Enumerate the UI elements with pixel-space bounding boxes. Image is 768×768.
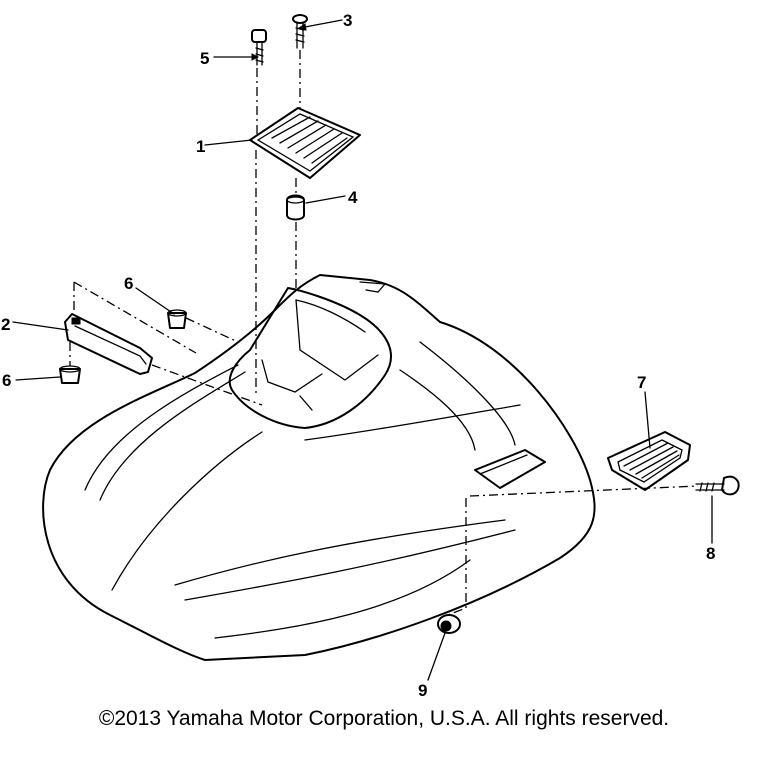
callout-6-lower: 6 — [2, 371, 11, 390]
leader-lines — [12, 19, 713, 681]
side-vent-grille — [607, 431, 691, 491]
cover-plate-part-2 — [64, 313, 153, 375]
parts-diagram: 5 3 1 4 6 2 6 7 8 9 — [1, 11, 740, 700]
bolt-part-8 — [695, 475, 740, 496]
alignment-lines — [69, 50, 699, 619]
bolt-part-3 — [292, 14, 308, 49]
plug-part-6-lower — [59, 365, 81, 384]
callout-4: 4 — [348, 188, 358, 207]
callout-3: 3 — [343, 11, 352, 30]
plug-part-6-upper — [167, 309, 187, 329]
callout-8: 8 — [706, 544, 715, 563]
hood-cover — [42, 274, 596, 661]
grommet-part-4 — [286, 194, 305, 221]
callout-9: 9 — [418, 681, 427, 700]
nut-part-9 — [437, 614, 461, 634]
top-vent-grille — [249, 107, 361, 179]
callout-6-upper: 6 — [124, 274, 133, 293]
bolt-part-5 — [251, 29, 267, 66]
callout-2: 2 — [1, 315, 10, 334]
copyright-notice: ©2013 Yamaha Motor Corporation, U.S.A. A… — [98, 707, 670, 730]
callout-7: 7 — [637, 373, 646, 392]
callout-1: 1 — [196, 137, 205, 156]
callout-5: 5 — [200, 49, 209, 68]
